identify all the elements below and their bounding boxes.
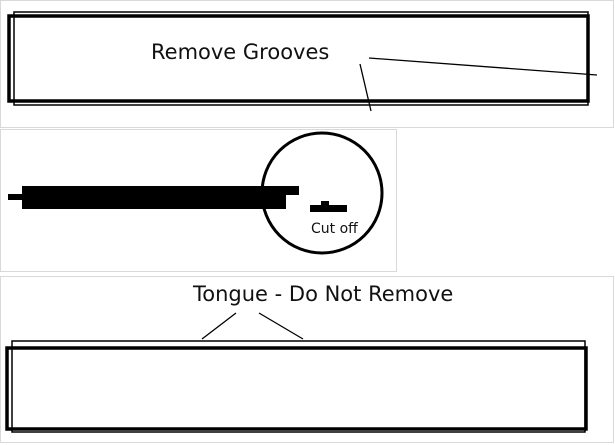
- tongue-board-face: [7, 348, 586, 429]
- cut-off-piece: [310, 205, 347, 212]
- tongue-leader-left: [202, 313, 236, 339]
- tongue-leader-right: [259, 313, 303, 339]
- grooves-leader-right: [369, 58, 597, 75]
- remove-grooves-label: Remove Grooves: [151, 40, 329, 64]
- tongue-do-not-remove-label: Tongue - Do Not Remove: [193, 282, 453, 306]
- cut-off-label: Cut off: [311, 221, 358, 237]
- top-panel-frame: [1, 1, 614, 128]
- grooves-leader-down: [360, 64, 371, 111]
- profile-body: [22, 186, 286, 209]
- cut-off-piece-tab: [321, 201, 329, 206]
- tongue-board: [7, 313, 586, 432]
- profile-tongue-step: [280, 186, 299, 195]
- tongue-board-back-edge: [12, 341, 585, 432]
